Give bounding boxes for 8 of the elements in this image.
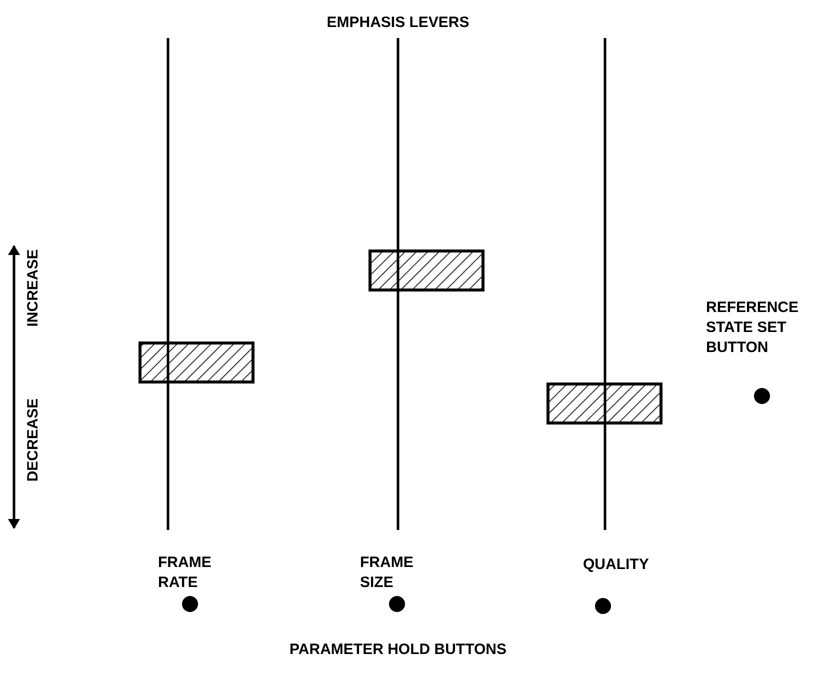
axis-label: DECREASE xyxy=(26,398,40,482)
text-label: PARAMETER HOLD BUTTONS xyxy=(288,640,508,660)
text-label: FRAME RATE xyxy=(158,553,212,593)
text-label: REFERENCE STATE SET BUTTON xyxy=(706,298,800,358)
text-label: QUALITY xyxy=(583,555,650,575)
title: EMPHASIS LEVERS xyxy=(326,13,470,33)
axis-label: INCREASE xyxy=(26,249,40,327)
text-label: FRAME SIZE xyxy=(360,553,414,593)
